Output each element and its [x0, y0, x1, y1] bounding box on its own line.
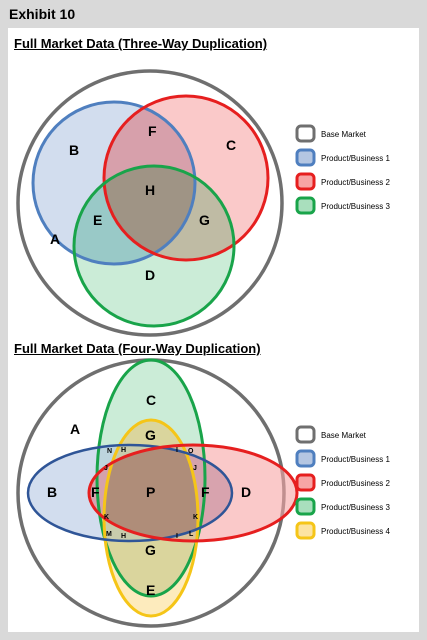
exhibit-title: Exhibit 10: [9, 6, 76, 22]
four-region-g-bottom: G: [145, 542, 156, 558]
legend4-swatch-product4: [295, 521, 316, 540]
legend-label-base: Base Market: [321, 130, 367, 139]
three-product1-outline: [31, 100, 197, 266]
four-region-i-bottom: I: [176, 533, 178, 540]
four-region-n: N: [107, 448, 112, 455]
three-region-f: F: [148, 123, 157, 139]
three-way-title: Full Market Data (Three-Way Duplication): [14, 36, 268, 51]
four-legend: Base Market Product/Business 1 Product/B…: [295, 425, 390, 540]
three-region-g: G: [199, 212, 210, 228]
legend4-label-product1: Product/Business 1: [321, 455, 390, 464]
three-region-a: A: [50, 231, 60, 247]
four-region-l: L: [189, 531, 194, 538]
legend-swatch-product2: [295, 172, 316, 191]
legend-label-product2: Product/Business 2: [321, 178, 390, 187]
legend-swatch-product1: [295, 148, 316, 167]
legend-label-product1: Product/Business 1: [321, 154, 390, 163]
four-region-m: M: [106, 531, 112, 538]
four-region-h-bottom: H: [121, 533, 126, 540]
four-product1-outline: [26, 443, 234, 543]
legend-label-product3: Product/Business 3: [321, 202, 390, 211]
four-product2-outline: [87, 443, 299, 543]
legend4-label-product4: Product/Business 4: [321, 527, 390, 536]
three-region-h: H: [145, 182, 155, 198]
three-region-e: E: [93, 212, 102, 228]
legend4-swatch-base: [295, 425, 316, 444]
four-region-o: O: [188, 448, 194, 455]
four-region-a: A: [70, 421, 80, 437]
four-overlap-center: [104, 445, 198, 541]
four-region-j-left: J: [104, 465, 108, 472]
legend4-label-product3: Product/Business 3: [321, 503, 390, 512]
three-region-c: C: [226, 137, 236, 153]
three-product3-outline: [72, 164, 236, 328]
four-region-c: C: [146, 392, 156, 408]
three-way-venn: A B C D E F G H Base Market Product/Busi…: [16, 69, 390, 337]
three-legend: Base Market Product/Business 1 Product/B…: [295, 124, 390, 215]
four-product3-outline: [95, 358, 207, 598]
legend-swatch-base: [295, 124, 316, 143]
legend4-swatch-product3: [295, 497, 316, 516]
venn-diagrams: A B C D E F G H Base Market Product/Busi…: [16, 69, 390, 628]
four-region-f-left: F: [91, 484, 100, 500]
four-region-g-top: G: [145, 427, 156, 443]
four-region-e: E: [146, 582, 155, 598]
legend4-label-base: Base Market: [321, 431, 367, 440]
four-region-j-right: J: [193, 465, 197, 472]
legend4-label-product2: Product/Business 2: [321, 479, 390, 488]
three-product2-outline: [102, 94, 270, 262]
four-region-d: D: [241, 484, 251, 500]
four-region-h-top: H: [121, 447, 126, 454]
legend-swatch-product3: [295, 196, 316, 215]
four-region-f-right: F: [201, 484, 210, 500]
three-region-d: D: [145, 267, 155, 283]
four-region-i-top: I: [176, 447, 178, 454]
four-way-title: Full Market Data (Four-Way Duplication): [14, 341, 261, 356]
four-region-k-left: K: [104, 514, 109, 521]
legend4-swatch-product1: [295, 449, 316, 468]
legend4-swatch-product2: [295, 473, 316, 492]
three-region-b: B: [69, 142, 79, 158]
four-region-k-right: K: [193, 514, 198, 521]
four-way-venn: A B C D E F F G G P N H I O J J K K M H …: [16, 358, 390, 628]
four-region-b: B: [47, 484, 57, 500]
exhibit-panel: Full Market Data (Three-Way Duplication): [8, 28, 419, 632]
four-region-p: P: [146, 484, 155, 500]
